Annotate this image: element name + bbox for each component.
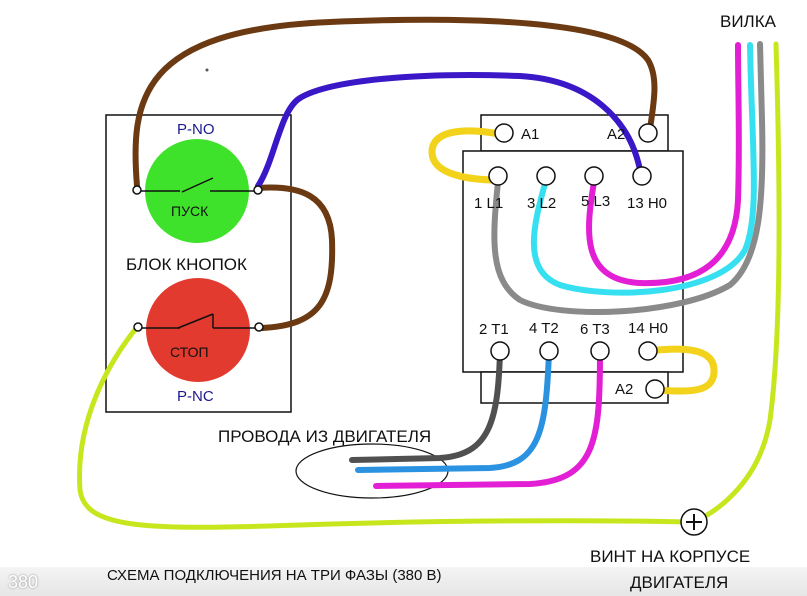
- terminal-a2-bottom: [645, 379, 665, 399]
- yellow-wire-a2: [644, 345, 718, 395]
- h0-top-label: 13 H0: [627, 195, 667, 212]
- l2-label: 3 L2: [527, 195, 556, 212]
- brown-wire-top: [132, 16, 658, 189]
- watermark: 380: [8, 572, 39, 592]
- yellow-wire-a1: [428, 127, 508, 184]
- motor-wire-dark: [349, 349, 503, 463]
- button-block-label: БЛОК КНОПОК: [126, 255, 247, 274]
- contactor-bottom-block: [480, 371, 669, 404]
- brown-wire-link: [255, 184, 336, 331]
- a2-bottom-label: A2: [615, 381, 633, 398]
- start-terminal-left: [132, 185, 142, 195]
- caption-bar: [0, 567, 807, 596]
- terminal-t3: [590, 341, 610, 361]
- start-button-icon: [145, 139, 249, 243]
- motor-wires-label: ПРОВОДА ИЗ ДВИГАТЕЛЯ: [218, 427, 431, 446]
- no-contact-symbol: [181, 177, 214, 193]
- terminal-a2-top: [638, 123, 658, 143]
- t2-label: 4 T2: [529, 320, 559, 337]
- motor-wire-magenta: [373, 349, 603, 489]
- motor-wire-blue: [355, 349, 552, 473]
- terminal-a1: [494, 123, 514, 143]
- earth-wire-stop: [77, 323, 693, 530]
- t3-label: 6 T3: [580, 321, 610, 338]
- terminal-l1: [488, 166, 508, 186]
- start-terminal-right: [253, 185, 263, 195]
- terminal-13-h0: [632, 166, 652, 186]
- start-label: ПУСК: [171, 203, 209, 219]
- l1-label: 1 L1: [474, 195, 503, 212]
- blue-wire-control: [255, 72, 643, 189]
- stop-button-icon: [146, 278, 250, 382]
- terminal-t2: [539, 341, 559, 361]
- stop-label: СТОП: [170, 344, 209, 360]
- l3-label: 5 L3: [581, 193, 610, 210]
- p-nc-label: P-NC: [177, 388, 214, 405]
- terminal-l3: [584, 166, 604, 186]
- stray-dot: [205, 68, 209, 72]
- nc-contact-symbol: [177, 313, 214, 329]
- stop-terminal-left: [133, 322, 143, 332]
- stop-terminal-right: [254, 322, 264, 332]
- earth-wire-plug: [691, 41, 782, 525]
- h0-bottom-label: 14 H0: [628, 320, 668, 337]
- magenta-wire-phase: [586, 42, 742, 287]
- p-no-label: P-NO: [177, 121, 215, 138]
- terminal-14-h0: [638, 341, 658, 361]
- a1-label: A1: [521, 126, 539, 143]
- terminal-t1: [490, 341, 510, 361]
- a2-top-label: A2: [607, 126, 625, 143]
- cyan-wire-phase: [530, 42, 757, 296]
- screw-label-line1: ВИНТ НА КОРПУСЕ: [590, 547, 750, 566]
- plug-label: ВИЛКА: [720, 12, 777, 31]
- grey-wire-phase: [491, 41, 766, 315]
- t1-label: 2 T1: [479, 321, 509, 338]
- terminal-l2: [536, 166, 556, 186]
